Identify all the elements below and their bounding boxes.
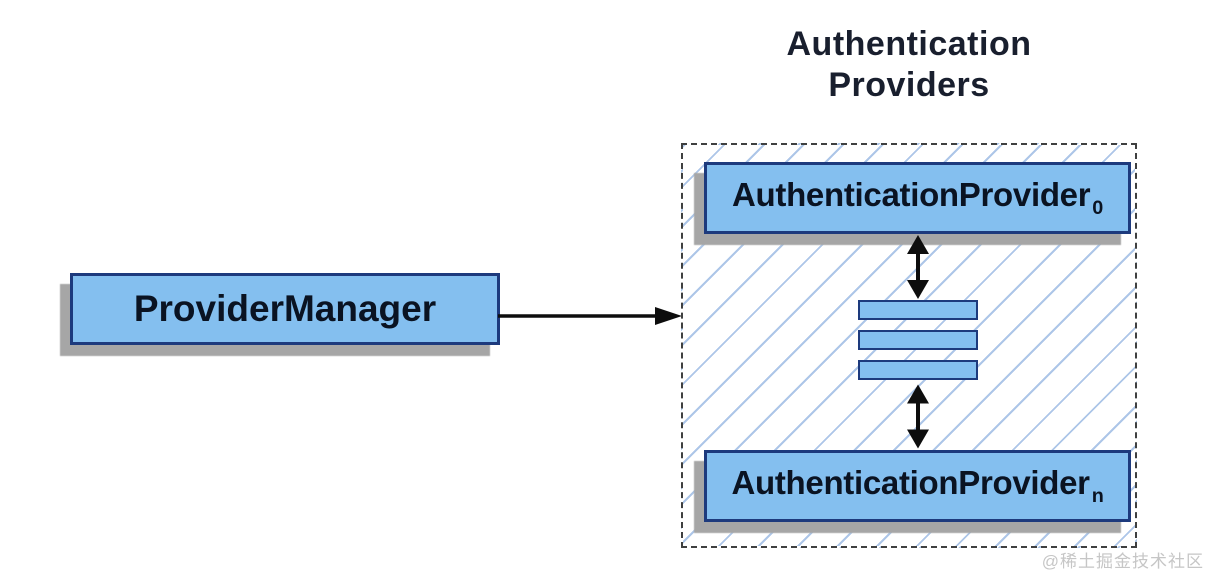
authentication-provider-n-subscript: n [1091, 485, 1104, 508]
provider-ellipsis-bar [858, 330, 978, 350]
provider-ellipsis-bar [858, 300, 978, 320]
provider-manager-label: ProviderManager [133, 288, 437, 329]
group-title-line1: Authentication [786, 25, 1032, 63]
provider-ellipsis-bar [858, 360, 978, 380]
group-title: Authentication Providers [681, 24, 1137, 106]
authentication-provider-0-base: AuthenticationProvider [732, 175, 1091, 213]
bidirectional-arrow-bottom-icon [907, 384, 929, 449]
provider-manager-box: ProviderManager [70, 273, 500, 345]
flow-arrow-right-icon [498, 307, 682, 325]
watermark: @稀土掘金技术社区 [1041, 552, 1204, 571]
authentication-provider-n-base: AuthenticationProvider [731, 463, 1090, 501]
group-title-line2: Providers [828, 66, 990, 104]
authentication-provider-0-subscript: 0 [1092, 197, 1103, 220]
bidirectional-arrow-top-icon [907, 235, 929, 299]
